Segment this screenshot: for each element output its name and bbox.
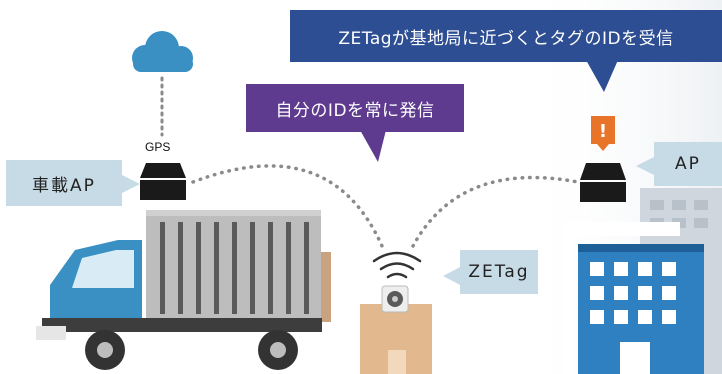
ap-tail bbox=[636, 156, 656, 176]
ap-device-icon bbox=[580, 163, 626, 202]
zetag-label-text: ZETag bbox=[468, 262, 530, 282]
ap-signal-arc bbox=[411, 175, 580, 248]
callout-transmit-id-text: 自分のIDを常に発信 bbox=[275, 100, 435, 121]
parcel-box-icon bbox=[360, 304, 432, 374]
wifi-signal-icon bbox=[372, 251, 422, 279]
ap-label-text: AP bbox=[675, 154, 701, 174]
zetag-label: ZETag bbox=[460, 250, 538, 294]
alert-mark: ! bbox=[599, 121, 607, 142]
cloud-icon bbox=[132, 31, 193, 72]
truck-icon bbox=[36, 210, 331, 370]
gps-label: GPS bbox=[145, 140, 171, 154]
vehicle-ap-tail bbox=[120, 174, 140, 194]
callout-receive-id: ZETagが基地局に近づくとタグのIDを受信 bbox=[290, 10, 722, 62]
office-building-icon bbox=[562, 188, 722, 374]
callout-receive-id-text: ZETagが基地局に近づくとタグのIDを受信 bbox=[338, 28, 674, 49]
vehicle-ap-device-icon bbox=[140, 163, 186, 200]
callout-middle-tail bbox=[360, 130, 386, 162]
alert-icon: ! bbox=[591, 116, 615, 151]
callout-top-tail bbox=[586, 60, 618, 92]
zetag-tag-icon bbox=[381, 285, 409, 313]
callout-transmit-id: 自分のIDを常に発信 bbox=[246, 84, 464, 132]
vehicle-ap-label-text: 車載AP bbox=[32, 175, 96, 196]
vehicle-ap-label: 車載AP bbox=[6, 160, 122, 206]
ap-label: AP bbox=[654, 142, 722, 186]
vehicle-signal-arc bbox=[191, 164, 384, 248]
zetag-tail bbox=[443, 266, 462, 286]
